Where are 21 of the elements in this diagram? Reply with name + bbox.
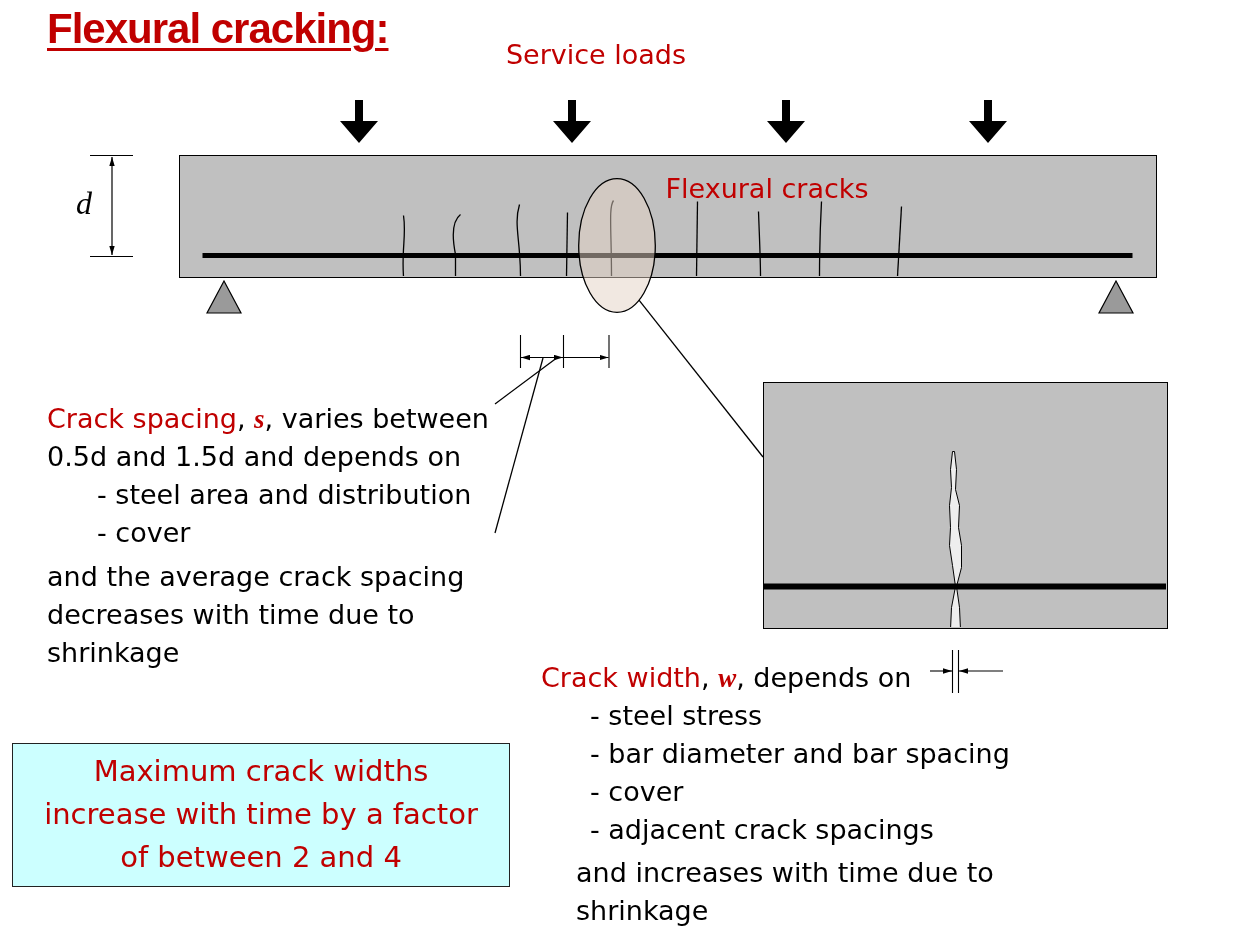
dimension-label: d [76,184,92,222]
bullet-text: - steel stress [590,699,763,733]
note-panel: Maximum crack widths increase with time by a factor of between 2 and 4 [12,743,510,887]
bullet-text: - cover [590,775,684,809]
bullet-text: - bar diameter and bar spacing [590,737,1010,771]
callout-text: Flexural cracks [665,171,869,206]
leader-line [638,299,764,458]
note-text: Crack width, w, depends on [541,661,912,695]
leader-line [494,356,559,405]
note-text: and the average crack spacing decreases with time due to shrinkage [47,560,466,670]
leader-line [494,357,544,534]
slide-title: Flexural cracking: [47,4,389,54]
concrete-beam [179,155,1157,278]
load-label: Service loads [505,38,687,72]
bullet-text: - cover [97,516,191,550]
highlight-ellipse [578,178,656,313]
note-text: Crack spacing, s, varies between 0.5d and 1.5d and depends on [47,402,490,474]
note-text: and increases with time due to shrinkage [576,856,995,928]
bullet-text: - steel area and distribution [97,478,472,512]
bullet-text: - adjacent crack spacings [590,813,934,847]
section-detail-view [763,382,1168,629]
